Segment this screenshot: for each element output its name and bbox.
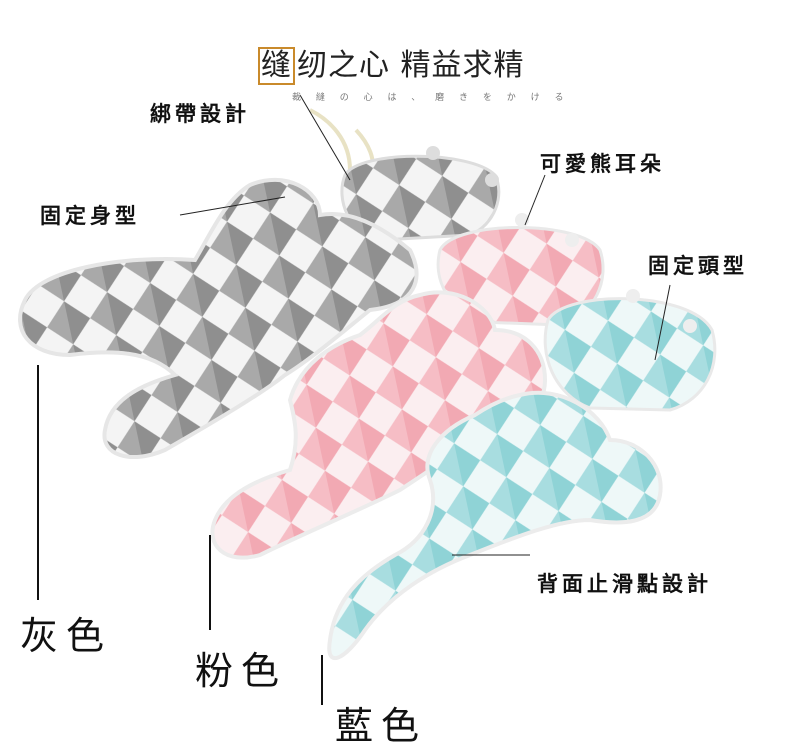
callout-head: 固定頭型: [648, 253, 748, 278]
body-pad-gray: [18, 177, 419, 460]
label-gray: 灰色: [20, 614, 113, 658]
label-blue: 藍色: [335, 704, 428, 748]
body-pad-pink: [210, 290, 548, 560]
headline-text: 纫之心 精益求精: [297, 48, 525, 83]
callout-ears: 可愛熊耳朵: [540, 151, 665, 176]
callout-strap: 綁帶設計: [150, 101, 250, 126]
label-pink: 粉色: [195, 649, 288, 693]
subheadline: 裁 縫 の 心 は 、 磨 き を か け る: [292, 93, 570, 103]
head-pillow-blue: [543, 289, 717, 412]
callout-back: 背面止滑點設計: [537, 571, 712, 596]
body-pad-blue: [327, 390, 663, 661]
headline: 缝纫之心 精益求精: [258, 40, 525, 85]
headline-boxed-char: 缝: [258, 47, 295, 85]
callout-body: 固定身型: [40, 203, 140, 228]
